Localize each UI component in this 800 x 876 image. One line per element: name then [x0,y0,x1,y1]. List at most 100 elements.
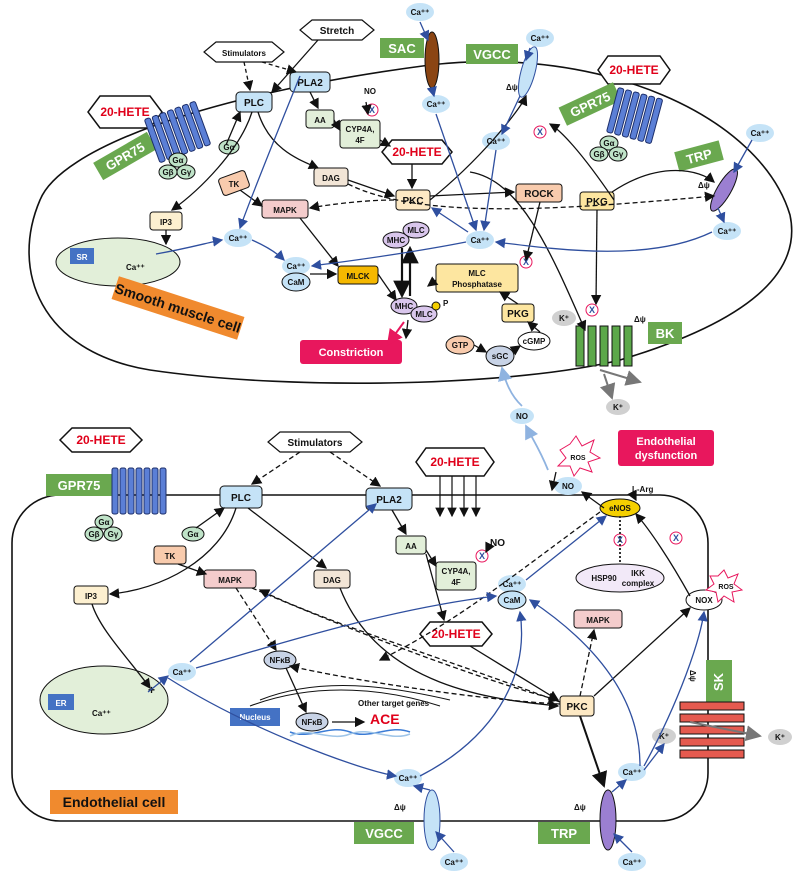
ca-sac-in: Ca⁺⁺ [422,95,450,113]
svg-text:Stretch: Stretch [320,26,354,37]
svg-text:dysfunction: dysfunction [635,450,698,462]
svg-text:Ca⁺⁺: Ca⁺⁺ [411,8,430,17]
svg-text:AA: AA [314,116,326,125]
svg-text:20-HETE: 20-HETE [430,455,479,469]
svg-text:Gα: Gα [98,518,109,527]
svg-text:K⁺: K⁺ [775,733,785,742]
svg-text:Gγ: Gγ [613,150,624,159]
svg-text:Gα: Gα [172,156,183,165]
svg-text:MLC: MLC [415,310,433,319]
svg-text:Gβ: Gβ [88,530,99,539]
svg-text:Δψ: Δψ [698,181,710,190]
svg-text:Endothelial cell: Endothelial cell [63,794,166,810]
sac-channel: SAC [380,31,440,89]
svg-text:Ca⁺⁺: Ca⁺⁺ [173,668,192,677]
smc-inhibit-x2: X [533,125,547,139]
svg-text:Phosphatase: Phosphatase [452,280,502,289]
svg-text:CaM: CaM [504,596,521,605]
svg-text:Stimulators: Stimulators [287,438,342,449]
svg-text:Δψ: Δψ [574,803,586,812]
svg-text:cGMP: cGMP [523,337,546,346]
smc-g-proteins-right: Gα Gβ Gγ [589,135,628,162]
svg-text:sGC: sGC [492,352,509,361]
ec-arrows [91,451,762,853]
svg-text:IP3: IP3 [160,218,173,227]
smc-20hete-inner: 20-HETE [381,139,453,165]
svg-text:NFκB: NFκB [270,656,291,665]
svg-text:NFκB: NFκB [302,718,323,727]
svg-text:MLC: MLC [407,226,425,235]
svg-text:PLA2: PLA2 [297,78,323,89]
ec-trp-channel: TRP Δψ [538,789,617,851]
smc-mlck-box: MLCK [337,265,379,285]
svg-text:Endothelial: Endothelial [636,436,695,448]
svg-text:PKC: PKC [402,196,423,207]
ca-trp-out: Ca⁺⁺ [746,124,774,142]
k-smc-in: K⁺ [552,310,576,326]
svg-text:IKK: IKK [631,569,645,578]
smc-arrows [155,21,753,471]
ec-er: ER Ca⁺⁺ + [39,665,169,735]
svg-text:HSP90: HSP90 [591,574,617,583]
ec-mapk-box-right: MAPK [573,609,623,629]
smc-vgcc-channel: VGCC Δψ [466,44,539,98]
svg-text:L-Arg: L-Arg [632,485,653,494]
svg-text:Ca⁺⁺: Ca⁺⁺ [126,263,145,272]
svg-text:MAPK: MAPK [586,616,610,625]
svg-text:SAC: SAC [388,41,416,56]
ca-ec-trp-out: Ca⁺⁺ [618,853,646,871]
svg-text:ROS: ROS [570,455,586,462]
svg-text:ROS: ROS [718,584,734,591]
svg-text:MHC: MHC [387,236,405,245]
smc-trp-channel: TRP Δψ [674,140,738,212]
svg-text:Ca⁺⁺: Ca⁺⁺ [531,34,550,43]
svg-text:Ca⁺⁺: Ca⁺⁺ [399,774,418,783]
svg-text:SR: SR [76,253,87,262]
svg-text:X: X [369,105,375,115]
ec-stimulators-node: Stimulators [267,431,363,453]
svg-text:Gα: Gα [603,139,614,148]
svg-text:Δψ: Δψ [688,670,697,682]
svg-text:TRP: TRP [685,146,714,167]
svg-text:MLCK: MLCK [346,272,369,281]
svg-text:K⁺: K⁺ [559,314,569,323]
ec-ros-nox: ROS [704,569,744,604]
svg-text:Nucleus: Nucleus [239,713,271,722]
ec-cell-label: Endothelial cell [50,790,178,814]
stretch-node: Stretch [299,19,375,41]
svg-text:20-HETE: 20-HETE [76,433,125,447]
ca-ec-vgcc-out: Ca⁺⁺ [440,853,468,871]
svg-text:20-HETE: 20-HETE [431,627,480,641]
svg-text:4F: 4F [355,136,364,145]
smc-pkc-box: PKC [395,189,431,211]
svg-text:PLA2: PLA2 [376,495,402,506]
svg-text:AA: AA [405,542,417,551]
svg-text:Constriction: Constriction [319,347,384,359]
ec-nucleus: Nucleus NFκB Other target genes ACE [230,685,451,738]
svg-text:4F: 4F [451,578,460,587]
ec-g-proteins: Gα Gβ Gγ Gα [84,514,205,542]
svg-text:K⁺: K⁺ [659,732,669,741]
svg-text:Ca⁺⁺: Ca⁺⁺ [287,262,306,271]
svg-text:Ca⁺⁺: Ca⁺⁺ [751,129,770,138]
ec-no-membrane: NO [554,477,582,495]
ec-pla2-box: PLA2 [365,487,413,511]
svg-text:Gγ: Gγ [108,530,119,539]
ec-plc-box: PLC [219,485,263,509]
svg-text:CYP4A,: CYP4A, [346,125,375,134]
svg-text:Ca⁺⁺: Ca⁺⁺ [427,100,446,109]
svg-text:CaM: CaM [288,278,305,287]
ec-20hete-center: 20-HETE [415,447,495,477]
smc-myosin-top: MHC MLC [382,221,430,249]
svg-text:Ca⁺⁺: Ca⁺⁺ [623,768,642,777]
svg-text:ROCK: ROCK [524,189,554,200]
svg-text:MLC: MLC [468,269,486,278]
svg-text:ER: ER [55,699,66,708]
smc-sr: SR Ca⁺⁺ [55,237,181,287]
ec-enos-node: eNOS [599,498,641,518]
svg-text:Gα: Gα [187,530,198,539]
smc-tk-box: TK [218,170,250,196]
ec-nfkb-node: NFκB [263,650,297,670]
ec-ip3-box: IP3 [73,585,109,605]
